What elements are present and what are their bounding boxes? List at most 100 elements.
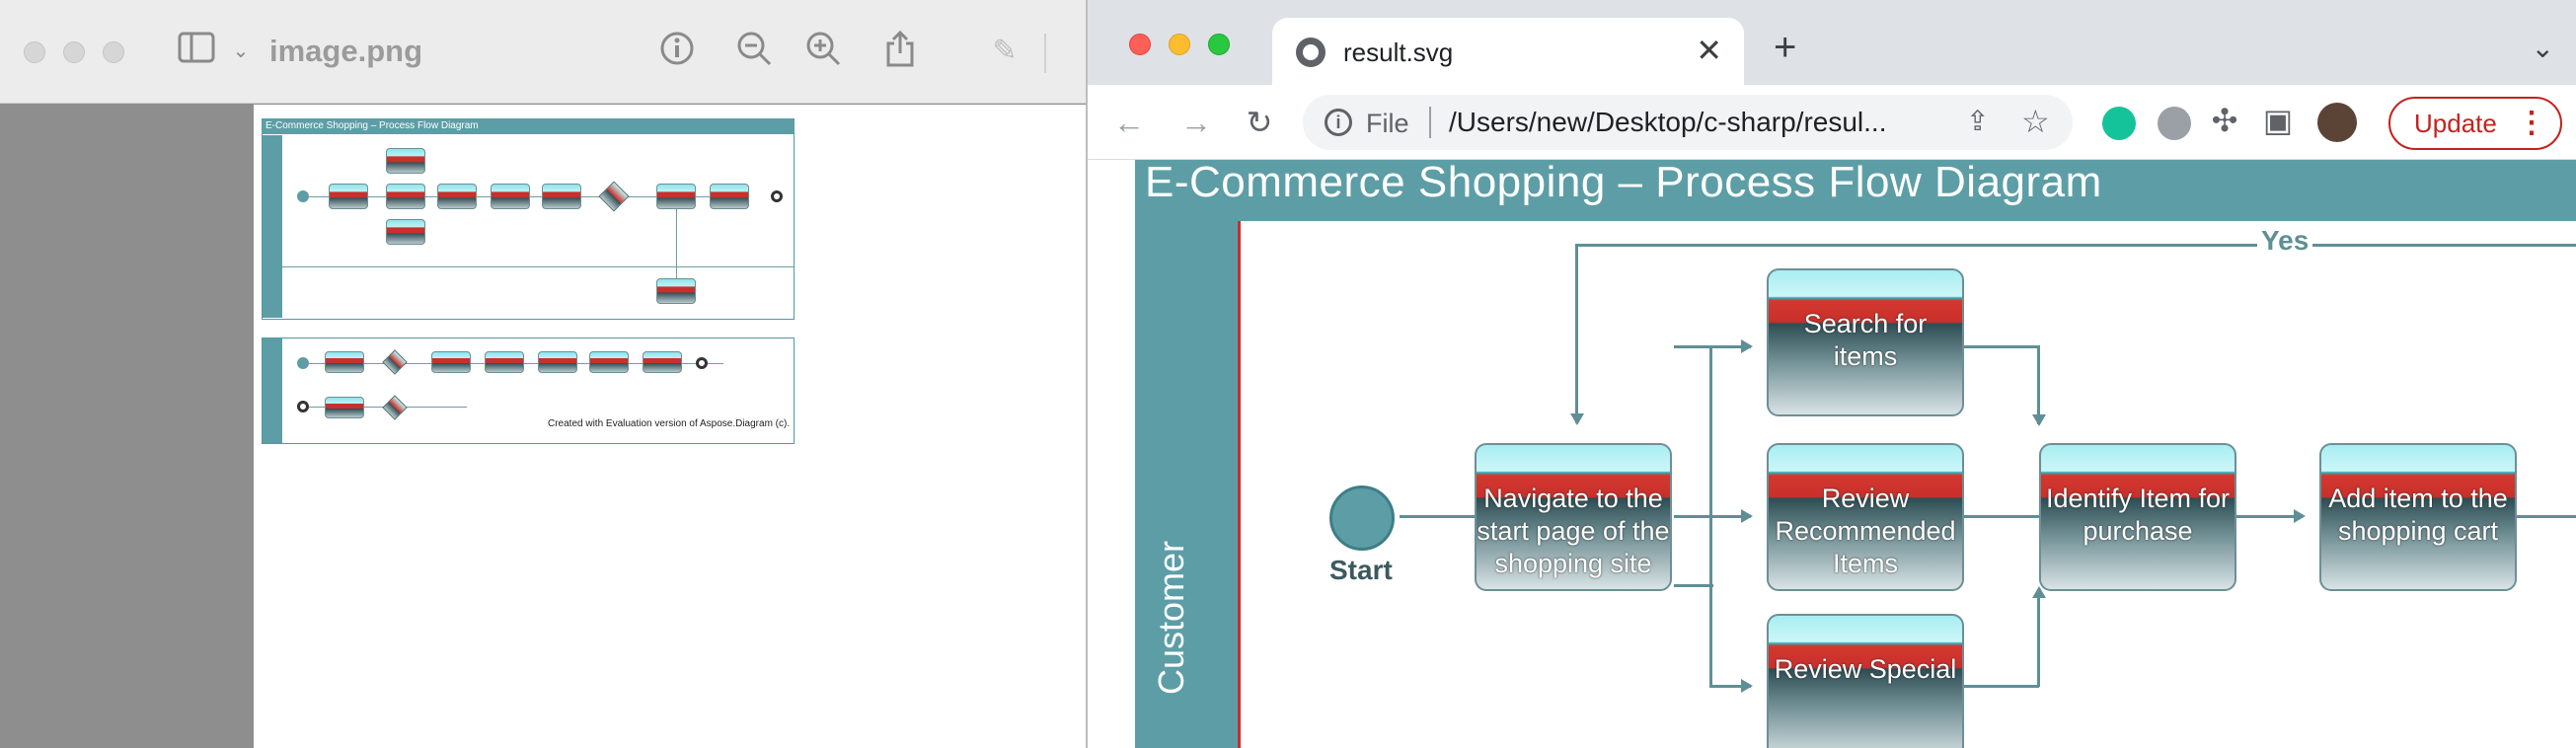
tab-strip: result.svg ✕ + ⌄ (1088, 0, 2576, 87)
avatar[interactable] (2317, 103, 2357, 142)
thumbnail-end-node (297, 401, 309, 412)
thumbnail-watermark: Created with Evaluation version of Aspos… (548, 418, 791, 429)
thumbnail-step (589, 351, 629, 373)
globe-extension-icon[interactable] (2158, 107, 2191, 140)
lane-edge (1238, 221, 1241, 748)
minimize-window-button[interactable] (1169, 34, 1190, 55)
thumbnail-step (710, 184, 749, 209)
close-window-button[interactable] (1129, 34, 1151, 55)
connector (2037, 345, 2040, 424)
forward-arrow-icon[interactable]: → (1180, 105, 1212, 140)
globe-icon (1296, 37, 1326, 67)
url-separator (1429, 107, 1431, 138)
connector (2221, 515, 2302, 518)
thumbnail-end-node (771, 190, 783, 202)
loop-connector (1575, 244, 2576, 247)
minimize-window-button[interactable] (63, 41, 85, 63)
thumbnail-step (329, 184, 368, 209)
thumbnail-step (538, 351, 577, 373)
update-label: Update (2414, 109, 2497, 138)
step-add-to-cart: Add item to the shopping cart (2319, 443, 2517, 591)
preview-titlebar: ⌄ image.png ✎ (0, 0, 1086, 104)
chevron-down-icon[interactable]: ⌄ (232, 40, 250, 62)
thumbnail-step (542, 184, 581, 209)
update-button[interactable]: Update ⋮ (2388, 97, 2562, 150)
close-icon[interactable]: ✕ (1696, 33, 1722, 68)
thumbnail-step (491, 184, 530, 209)
thumbnail-lane-divider (282, 266, 794, 267)
grammarly-extension-icon[interactable] (2102, 107, 2136, 140)
branch-connector (1709, 584, 1712, 687)
connector (1674, 515, 1751, 518)
connector (1709, 345, 1751, 348)
connector (1674, 584, 1713, 587)
url-scheme: File (1366, 109, 1409, 138)
back-arrow-icon[interactable]: ← (1113, 105, 1145, 140)
diagram-title: E-Commerce Shopping – Process Flow Diagr… (1145, 160, 2102, 206)
tab-title: result.svg (1343, 37, 1454, 67)
thumbnail-step (656, 184, 696, 209)
connector (1948, 685, 2039, 688)
chevron-down-icon[interactable]: ⌄ (2531, 33, 2554, 63)
thumbnail-connector (676, 209, 677, 288)
thumbnail-step (325, 351, 364, 373)
reload-icon[interactable]: ↻ (1246, 105, 1273, 140)
image-canvas: E-Commerce Shopping – Process Flow Diagr… (254, 105, 1086, 748)
thumbnail-step (485, 351, 524, 373)
kebab-menu-icon[interactable]: ⋮ (2517, 107, 2546, 139)
connector (1674, 345, 1713, 348)
zoom-in-icon[interactable] (801, 30, 845, 73)
thumbnail-start-node (297, 190, 309, 202)
thumbnail-lane (263, 135, 282, 318)
address-bar[interactable]: i File /Users/new/Desktop/c-sharp/resul.… (1303, 95, 2073, 150)
preview-window: ⌄ image.png ✎ E-Commerce Shopping – Proc… (0, 0, 1086, 748)
thumbnail-step (437, 184, 477, 209)
step-review-special: Review Special (1767, 614, 1964, 748)
side-panel-icon[interactable]: ▣ (2262, 103, 2294, 138)
tab-result-svg[interactable]: result.svg ✕ (1272, 18, 1744, 87)
thumbnail-step (386, 219, 425, 245)
new-tab-button[interactable]: + (1774, 26, 1797, 69)
sidebar-icon[interactable] (176, 30, 219, 73)
step-review-recommended: Review Recommended Items (1767, 443, 1964, 591)
step-identify: Identify Item for purchase (2039, 443, 2236, 591)
start-label: Start (1329, 555, 1393, 585)
svg-viewport: E-Commerce Shopping – Process Flow Diagr… (1088, 160, 2576, 748)
swimlane-customer: Customer (1139, 221, 1238, 748)
connector (1948, 345, 2039, 348)
zoom-window-button[interactable] (103, 41, 124, 63)
thumbnail-step (656, 278, 696, 304)
browser-toolbar: ← → ↻ i File /Users/new/Desktop/c-sharp/… (1088, 85, 2576, 160)
connector (2037, 594, 2040, 687)
info-icon[interactable]: i (1325, 109, 1352, 136)
thumbnail-step (386, 184, 425, 209)
thumbnail-lane (263, 338, 282, 443)
thumbnail-start-node (297, 357, 309, 369)
connector (1948, 515, 2039, 518)
thumbnail-diagram-top (262, 118, 795, 320)
step-search: Search for items (1767, 268, 1964, 416)
url-text[interactable]: /Users/new/Desktop/c-sharp/resul... (1449, 107, 1887, 137)
connector (2499, 515, 2576, 518)
share-icon[interactable]: ⇪ (1966, 106, 1990, 136)
thumbnail-title: E-Commerce Shopping – Process Flow Diagr… (262, 118, 795, 134)
markup-icon[interactable]: ✎ (992, 35, 1018, 67)
info-icon[interactable] (655, 30, 699, 73)
puzzle-extensions-icon[interactable]: ✣ (2211, 103, 2238, 138)
bookmark-star-icon[interactable]: ☆ (2021, 104, 2050, 139)
branch-connector (1709, 345, 1712, 584)
zoom-out-icon[interactable] (732, 30, 776, 73)
step-navigate: Navigate to the start page of the shoppi… (1475, 443, 1672, 591)
toolbar-divider (1044, 34, 1046, 73)
thumbnail-step (431, 351, 471, 373)
connector (1709, 685, 1751, 688)
browser-window: result.svg ✕ + ⌄ ← → ↻ i File /Users/new… (1086, 0, 2576, 748)
yes-label: Yes (2257, 225, 2313, 257)
loop-connector (1575, 244, 1578, 423)
start-node (1329, 486, 1395, 551)
diagram-header: E-Commerce Shopping – Process Flow Diagr… (1135, 160, 2576, 221)
zoom-window-button[interactable] (1208, 34, 1230, 55)
share-icon[interactable] (878, 30, 922, 73)
diagram-frame (1135, 160, 2576, 748)
close-window-button[interactable] (24, 41, 45, 63)
